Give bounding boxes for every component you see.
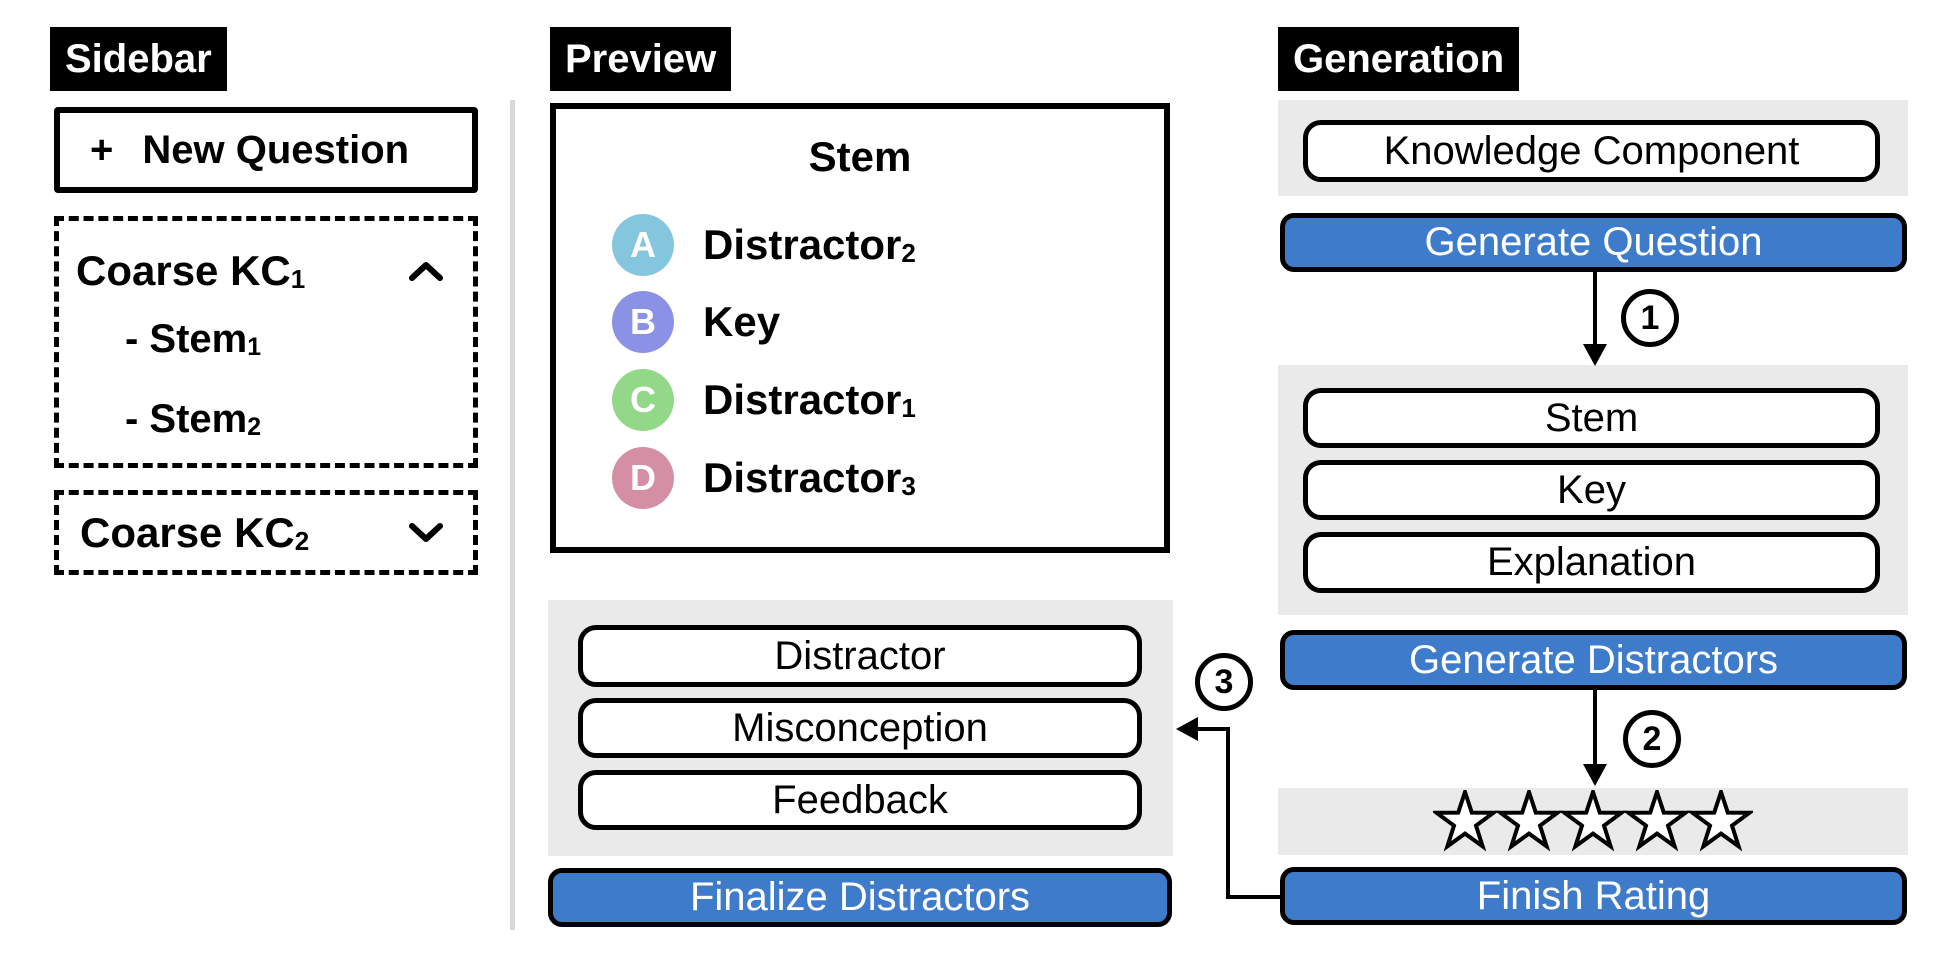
option-c-text: Distractor (703, 376, 902, 423)
option-b-text: Key (703, 298, 781, 345)
arrow-step-1-icon (1583, 272, 1607, 366)
star-icon (1626, 790, 1688, 849)
option-d-subscript: 3 (901, 471, 916, 502)
option-a-label: Distractor2 (703, 221, 916, 269)
chevron-up-icon[interactable] (409, 260, 443, 282)
step-1-badge: 1 (1621, 289, 1679, 347)
star-icon (1562, 790, 1624, 849)
chevron-down-icon[interactable] (409, 522, 443, 544)
option-a-text: Distractor (703, 221, 902, 268)
option-b-badge: B (612, 291, 674, 353)
key-field[interactable]: Key (1303, 460, 1880, 520)
distractor-field[interactable]: Distractor (578, 625, 1142, 687)
option-a-subscript: 2 (901, 238, 916, 269)
answer-option-b[interactable]: B Key (612, 291, 780, 353)
sidebar-item-stem1-text: - Stem (125, 317, 248, 361)
kc-group-2-title-subscript: 2 (294, 525, 310, 556)
kc-group-2-title-text: Coarse KC (80, 508, 295, 556)
question-preview-card: Stem A Distractor2 B Key C Distractor1 D… (550, 103, 1170, 553)
arrow-step-3-icon (1176, 717, 1283, 899)
distractor-editor-panel: Distractor Misconception Feedback (548, 600, 1173, 856)
star-rating-panel (1278, 788, 1908, 855)
section-divider (510, 100, 515, 930)
generate-distractors-button[interactable]: Generate Distractors (1280, 630, 1907, 690)
stem-field[interactable]: Stem (1303, 388, 1880, 448)
finalize-distractors-button[interactable]: Finalize Distractors (548, 868, 1172, 927)
kc-group-1: Coarse KC1 - Stem1 - Stem2 (54, 216, 478, 468)
option-c-subscript: 1 (901, 393, 916, 424)
step-2-badge: 2 (1623, 710, 1681, 768)
kc-group-2[interactable]: Coarse KC2 (54, 490, 478, 575)
kc-group-1-header[interactable]: Coarse KC1 (76, 243, 443, 299)
generate-question-button[interactable]: Generate Question (1280, 213, 1907, 272)
star-icon (1498, 790, 1560, 849)
star-rating-widget (1434, 790, 1752, 849)
kc-group-1-title: Coarse KC1 (76, 247, 305, 295)
step-3-badge: 3 (1195, 653, 1253, 711)
kc-group-1-title-text: Coarse KC (76, 247, 291, 294)
sidebar-section-label: Sidebar (50, 27, 227, 91)
option-d-badge: D (612, 447, 674, 509)
option-d-label: Distractor3 (703, 454, 916, 502)
sidebar-item-stem2-subscript: 2 (247, 413, 262, 441)
explanation-field[interactable]: Explanation (1303, 532, 1880, 593)
plus-icon: + (90, 127, 114, 172)
finish-rating-button[interactable]: Finish Rating (1280, 867, 1907, 925)
misconception-field[interactable]: Misconception (578, 698, 1142, 758)
answer-option-c[interactable]: C Distractor1 (612, 369, 916, 431)
option-b-label: Key (703, 298, 780, 346)
sidebar-item-stem1[interactable]: - Stem1 (125, 317, 261, 362)
generation-section-label: Generation (1278, 27, 1520, 91)
kc-group-1-title-subscript: 1 (290, 264, 306, 295)
star-icon (1690, 790, 1752, 849)
star-icon (1434, 790, 1496, 849)
sidebar-item-stem2[interactable]: - Stem2 (125, 397, 261, 442)
answer-option-a[interactable]: A Distractor2 (612, 214, 916, 276)
answer-option-d[interactable]: D Distractor3 (612, 447, 916, 509)
arrow-step-2-icon (1583, 690, 1607, 786)
sidebar-item-stem2-text: - Stem (125, 397, 248, 441)
option-d-text: Distractor (703, 454, 902, 501)
knowledge-component-field[interactable]: Knowledge Component (1303, 120, 1880, 182)
stem-heading: Stem (808, 133, 912, 180)
new-question-button[interactable]: + New Question (54, 107, 478, 193)
option-a-badge: A (612, 214, 674, 276)
knowledge-component-panel: Knowledge Component (1278, 100, 1908, 196)
option-c-label: Distractor1 (703, 376, 916, 424)
sidebar-item-stem1-subscript: 1 (247, 333, 262, 361)
feedback-field[interactable]: Feedback (578, 770, 1142, 830)
kc-group-2-title: Coarse KC2 (80, 509, 309, 557)
option-c-badge: C (612, 369, 674, 431)
preview-section-label: Preview (550, 27, 732, 91)
generated-question-panel: Stem Key Explanation (1278, 365, 1908, 615)
new-question-label: New Question (142, 127, 410, 172)
